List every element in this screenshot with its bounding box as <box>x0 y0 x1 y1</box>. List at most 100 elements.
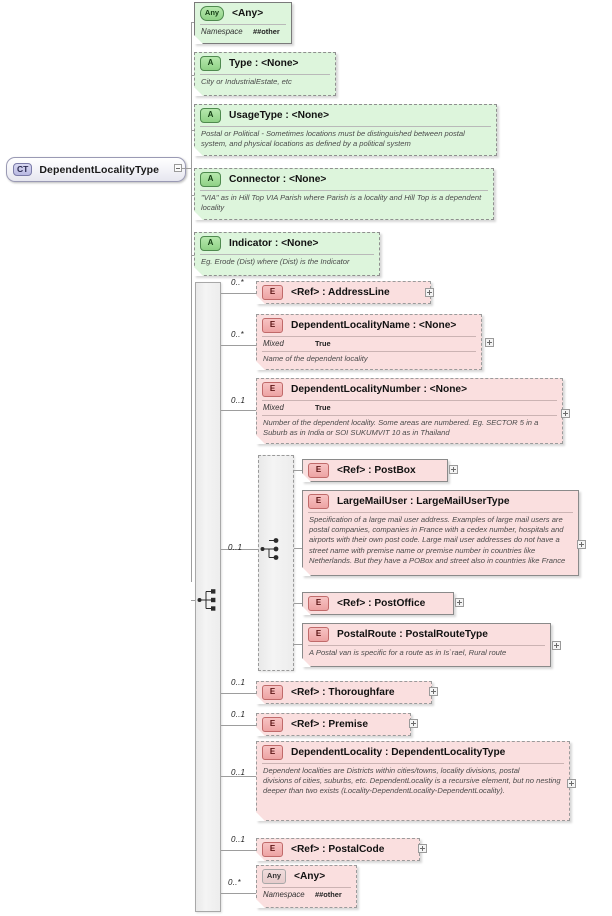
element-header: E <Ref> : Premise <box>257 714 410 735</box>
divider <box>262 415 557 416</box>
divider <box>200 254 374 255</box>
root-expander-stub[interactable] <box>174 164 182 172</box>
divider <box>200 190 488 191</box>
connector <box>221 776 257 777</box>
element-header: E <Ref> : PostalCode <box>257 839 419 860</box>
element-badge: E <box>308 627 329 642</box>
element-badge: E <box>308 494 329 509</box>
attribute-badge: A <box>200 56 221 71</box>
element-premise-node[interactable]: E <Ref> : Premise <box>256 713 411 736</box>
expand-button[interactable] <box>455 598 464 607</box>
element-header: E <Ref> : PostOffice <box>303 593 453 614</box>
attribute-badge: A <box>200 108 221 123</box>
connector <box>191 22 192 582</box>
element-name: DependentLocalityNumber : <None> <box>291 384 468 395</box>
element-thoroughfare-node[interactable]: E <Ref> : Thoroughfare <box>256 681 432 704</box>
occurrence-label: 0..* <box>228 878 241 887</box>
element-dependentlocalitynumber-node[interactable]: E DependentLocalityNumber : <None> Mixed… <box>256 378 563 444</box>
attribute-name: UsageType : <None> <box>229 110 330 121</box>
element-documentation: Dependent localities are Districts withi… <box>263 766 561 796</box>
element-badge: E <box>308 463 329 478</box>
property-value: True <box>315 403 331 412</box>
element-documentation: Name of the dependent locality <box>263 354 368 363</box>
expand-button[interactable] <box>425 288 434 297</box>
property-row: Namespace ##other <box>257 888 356 902</box>
expand-button[interactable] <box>552 641 561 650</box>
attribute-any-node[interactable]: Any <Any> Namespace ##other <box>194 2 292 44</box>
sequence-compositor[interactable] <box>195 282 221 912</box>
divider <box>308 645 545 646</box>
occurrence-label: 0..1 <box>231 710 246 719</box>
element-badge: E <box>262 285 283 300</box>
occurrence-label: 0..* <box>231 330 244 339</box>
divider <box>262 763 564 764</box>
element-notch-corner <box>256 727 265 736</box>
element-name: <Ref> : Premise <box>291 719 369 730</box>
element-postoffice-node[interactable]: E <Ref> : PostOffice <box>302 592 454 615</box>
element-documentation: Specification of a large mail user addre… <box>309 515 566 565</box>
connector <box>221 850 257 851</box>
element-postalroute-node[interactable]: E PostalRoute : PostalRouteType A Postal… <box>302 623 551 667</box>
occurrence-label: 0..1 <box>231 678 246 687</box>
expand-button[interactable] <box>449 465 458 474</box>
element-dependentlocality-node[interactable]: E DependentLocality : DependentLocalityT… <box>256 741 570 821</box>
element-name: <Ref> : AddressLine <box>291 287 390 298</box>
element-name: <Ref> : PostBox <box>337 465 416 476</box>
element-name: <Any> <box>294 871 326 882</box>
attribute-header: Any <Any> <box>195 3 291 24</box>
expand-button[interactable] <box>418 844 427 853</box>
divider <box>200 126 491 127</box>
attribute-name: Connector : <None> <box>229 174 327 185</box>
attribute-usagetype-node[interactable]: A UsageType : <None> Postal or Political… <box>194 104 497 156</box>
connector <box>221 293 257 294</box>
expand-button[interactable] <box>577 540 586 549</box>
expand-button[interactable] <box>561 409 570 418</box>
element-postbox-node[interactable]: E <Ref> : PostBox <box>302 459 448 482</box>
element-addressline-node[interactable]: E <Ref> : AddressLine <box>256 281 431 304</box>
element-badge: E <box>262 382 283 397</box>
connector <box>294 548 303 549</box>
element-name: PostalRoute : PostalRouteType <box>337 629 488 640</box>
connector <box>182 168 191 169</box>
attribute-notch-corner <box>194 87 203 96</box>
element-any-node[interactable]: Any <Any> Namespace ##other <box>256 865 357 908</box>
attribute-type-node[interactable]: A Type : <None> City or IndustrialEstate… <box>194 52 336 96</box>
element-name: DependentLocalityName : <None> <box>291 320 457 331</box>
element-header: E <Ref> : AddressLine <box>257 282 430 303</box>
choice-compositor[interactable] <box>258 455 294 671</box>
root-complextype-node[interactable]: CT DependentLocalityType <box>6 157 186 182</box>
element-header: E LargeMailUser : LargeMailUserType <box>303 491 578 512</box>
element-header: E <Ref> : Thoroughfare <box>257 682 431 703</box>
attribute-header: A Connector : <None> <box>195 169 493 190</box>
element-name: DependentLocality : DependentLocalityTyp… <box>291 747 506 758</box>
attribute-documentation: Postal or Political - Sometimes location… <box>201 129 465 149</box>
element-header: E <Ref> : PostBox <box>303 460 447 481</box>
element-notch-corner <box>256 361 265 370</box>
connector <box>221 410 257 411</box>
connector <box>294 603 303 604</box>
element-notch-corner <box>256 812 265 821</box>
attribute-badge: A <box>200 236 221 251</box>
attribute-documentation: Eg. Erode (Dist) where (Dist) is the Ind… <box>201 257 350 266</box>
expand-button[interactable] <box>429 687 438 696</box>
element-dependentlocalityname-node[interactable]: E DependentLocalityName : <None> Mixed T… <box>256 314 482 370</box>
property-value: True <box>315 339 331 348</box>
property-row: Mixed True <box>257 337 481 351</box>
element-largemailuser-node[interactable]: E LargeMailUser : LargeMailUserType Spec… <box>302 490 579 576</box>
expand-button[interactable] <box>567 779 576 788</box>
element-notch-corner <box>256 295 265 304</box>
property-value: ##other <box>253 27 280 36</box>
property-key: Namespace <box>201 27 243 36</box>
element-postalcode-node[interactable]: E <Ref> : PostalCode <box>256 838 420 861</box>
attribute-documentation: "VIA" as in Hill Top VIA Parish where Pa… <box>201 193 482 213</box>
expand-button[interactable] <box>485 338 494 347</box>
occurrence-label: 0..1 <box>231 835 246 844</box>
attribute-indicator-node[interactable]: A Indicator : <None> Eg. Erode (Dist) wh… <box>194 232 380 276</box>
attribute-badge: A <box>200 172 221 187</box>
divider <box>262 351 476 352</box>
occurrence-label: 0..* <box>231 278 244 287</box>
attribute-connector-node[interactable]: A Connector : <None> "VIA" as in Hill To… <box>194 168 494 220</box>
element-notch-corner <box>256 852 265 861</box>
element-notch-corner <box>302 567 311 576</box>
expand-button[interactable] <box>409 719 418 728</box>
